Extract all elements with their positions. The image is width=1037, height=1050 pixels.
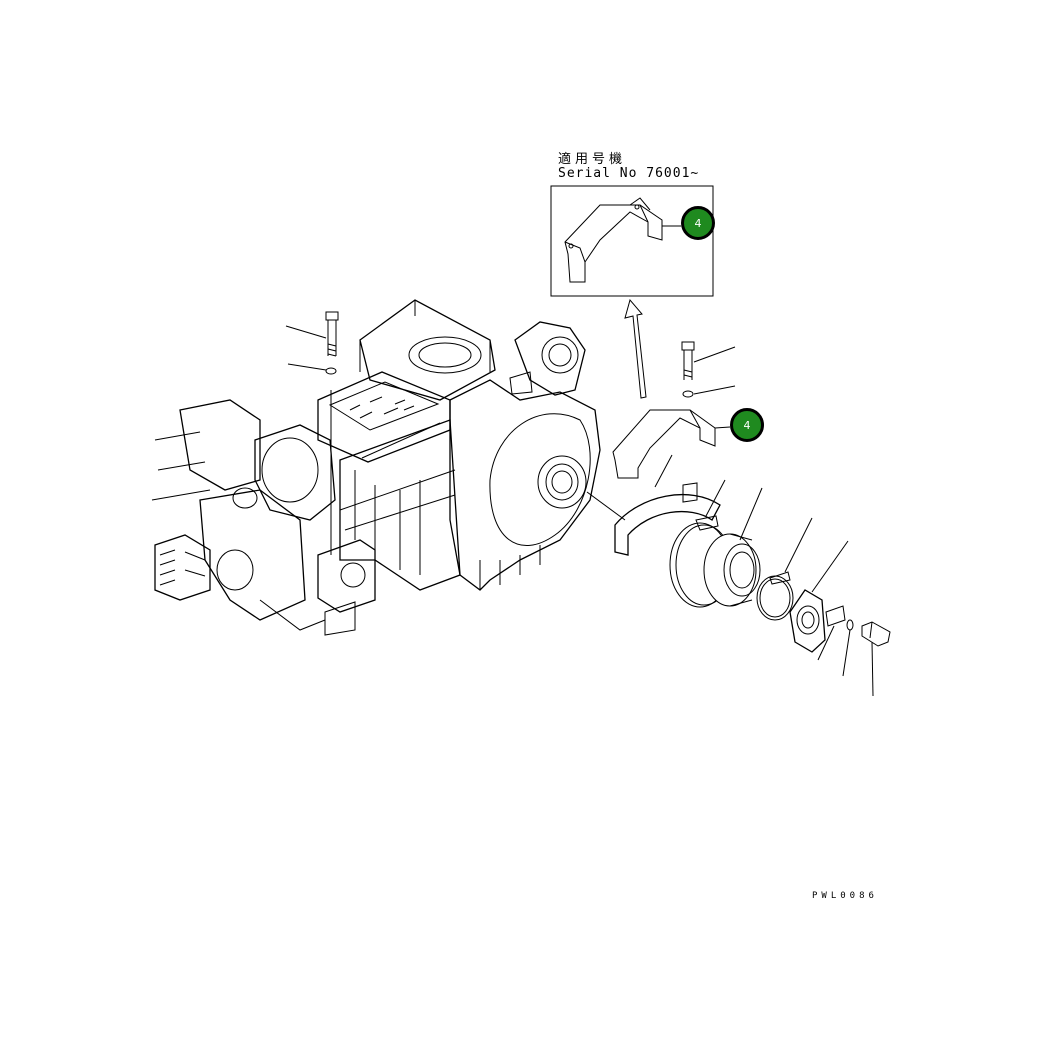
figure-code: PWL0086 xyxy=(812,891,878,901)
callout-badge-main[interactable]: 4 xyxy=(730,408,764,442)
flange-bearing xyxy=(789,540,849,653)
inset-box xyxy=(550,185,714,297)
left-bolt-washer xyxy=(285,311,339,375)
boot-seal xyxy=(703,487,763,607)
transmission-housing xyxy=(151,299,601,636)
inset-cover-part xyxy=(564,197,681,283)
inset-arrow xyxy=(624,298,647,399)
callout-badge-inset[interactable]: 4 xyxy=(681,206,715,240)
cover-assembly xyxy=(612,341,736,479)
half-ring-bracket xyxy=(586,454,721,556)
serial-label: Serial No 76001~ xyxy=(558,166,700,181)
plate-washer-bolt xyxy=(817,605,891,697)
serial-label-jp: 適用号機 xyxy=(558,152,627,167)
small-clamp xyxy=(756,517,813,621)
